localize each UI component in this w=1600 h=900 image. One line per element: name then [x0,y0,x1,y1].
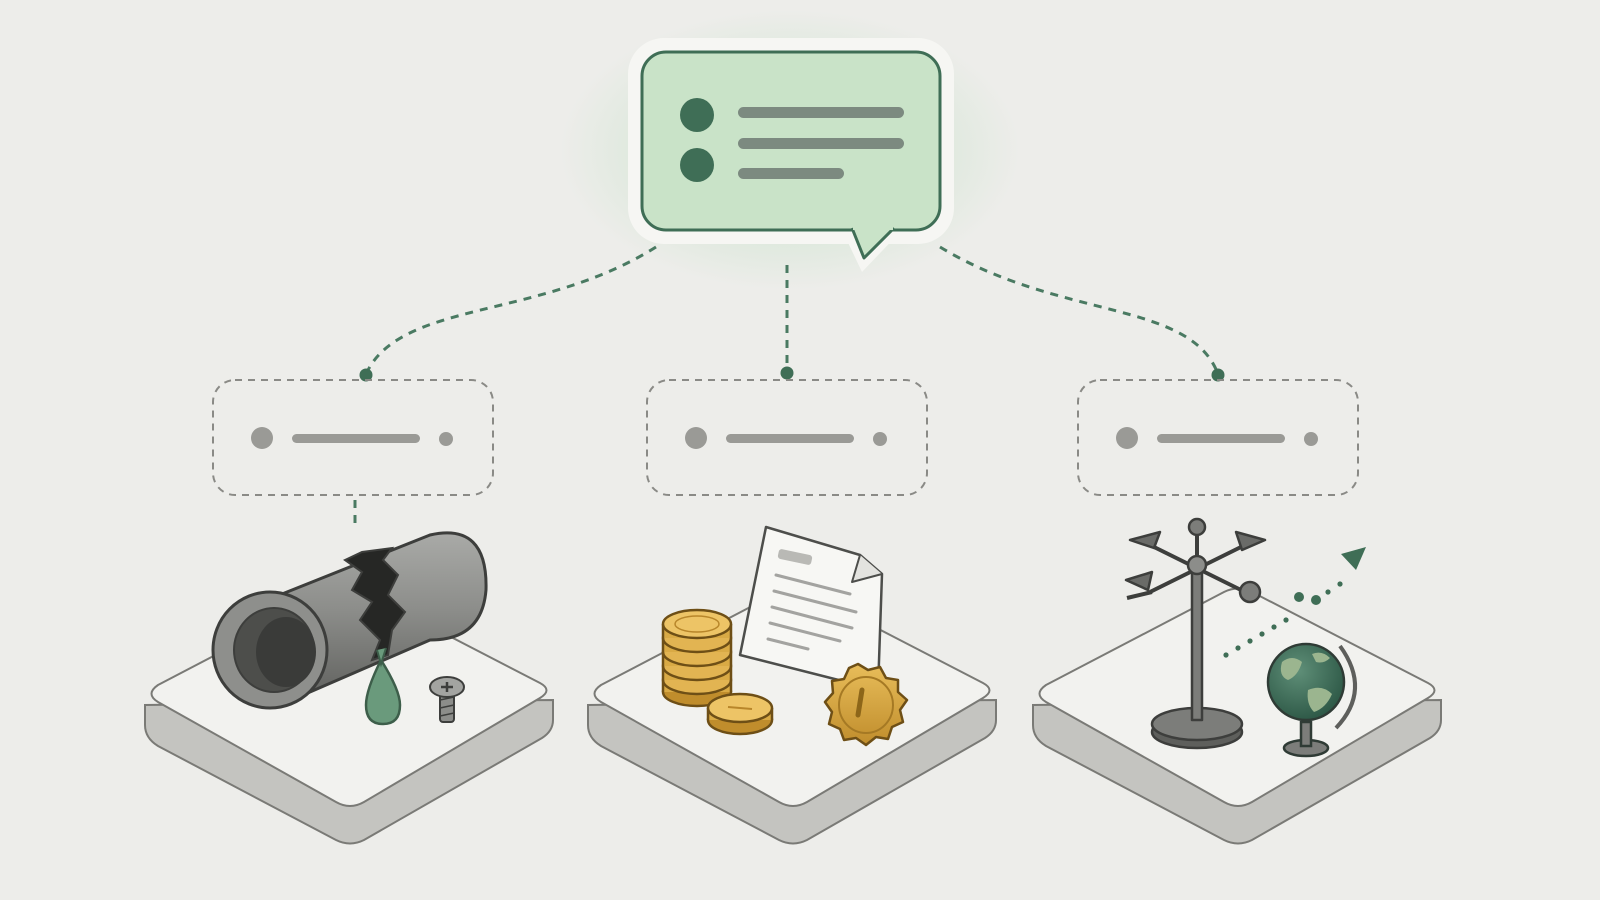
connector-left [364,245,657,375]
water-drop-icon [364,647,402,726]
text-line-1 [738,107,904,118]
bubble-tail-mask [853,222,893,230]
connector-node-center [780,366,794,380]
cracked-pipe-icon [211,531,488,710]
placeholder-box-center [646,379,928,496]
platform-trends [1032,587,1442,845]
text-line-2 [738,138,904,149]
placeholder-box-left [212,379,494,496]
connector-right [939,245,1220,375]
placeholder-box-right [1077,379,1359,496]
connectors [364,245,1220,375]
coin-icon [706,692,774,736]
trend-arrow-icon [1223,547,1366,658]
seal-badge-icon [823,662,909,747]
coin-stack-icon [661,608,733,708]
text-line-3 [738,168,844,179]
connector-node-right [1211,368,1225,382]
bullet-dot-2 [680,148,714,182]
document-icon [738,525,884,692]
bubble-tail [850,226,896,260]
weather-vane-icon [1124,517,1267,750]
screw-icon [429,676,465,723]
bullet-dot-1 [680,98,714,132]
globe-icon [1266,642,1357,758]
summary-speech-bubble [560,10,1020,290]
connector-node-left [359,368,373,382]
